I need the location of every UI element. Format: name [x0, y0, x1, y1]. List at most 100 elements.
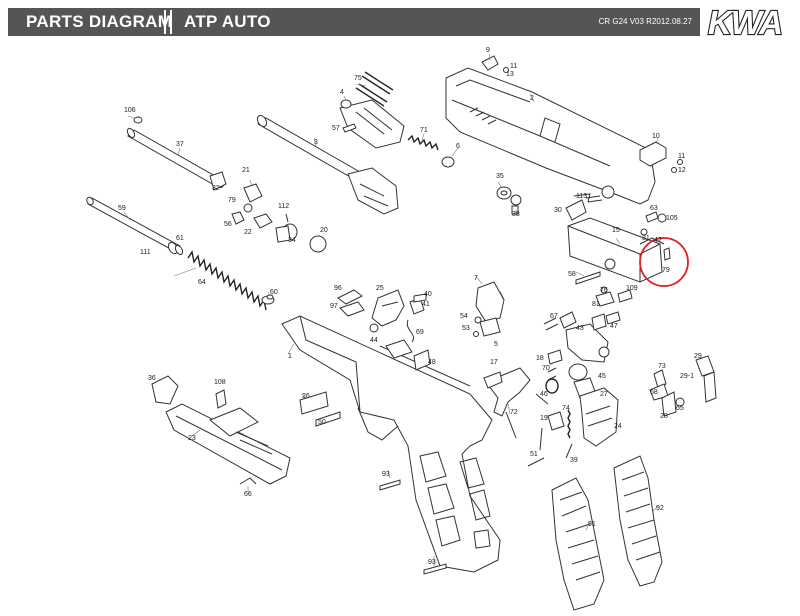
svg-text:23: 23 — [188, 435, 196, 442]
svg-text:26: 26 — [302, 393, 310, 400]
svg-text:61: 61 — [176, 235, 184, 242]
svg-text:63: 63 — [650, 205, 658, 212]
svg-text:105: 105 — [666, 215, 678, 222]
model-name: ATP AUTO — [184, 12, 271, 31]
svg-text:22: 22 — [244, 229, 252, 236]
header-title: PARTS DIAGRAM — [26, 12, 173, 31]
slide-part — [445, 67, 656, 205]
svg-text:43: 43 — [576, 325, 584, 332]
svg-text:41: 41 — [422, 301, 430, 308]
svg-text:17: 17 — [490, 359, 498, 366]
svg-text:46: 46 — [540, 391, 548, 398]
svg-text:24: 24 — [614, 423, 622, 430]
svg-text:66: 66 — [244, 491, 252, 498]
logo-text: KWA — [708, 5, 782, 39]
svg-text:27: 27 — [600, 391, 608, 398]
blowback-springs-part — [355, 71, 394, 107]
svg-text:7: 7 — [474, 275, 478, 282]
svg-text:39: 39 — [570, 457, 578, 464]
svg-text:2: 2 — [530, 95, 534, 102]
svg-text:68: 68 — [650, 389, 658, 396]
svg-text:106: 106 — [124, 107, 136, 114]
svg-text:57: 57 — [332, 125, 340, 132]
svg-text:96: 96 — [334, 285, 342, 292]
document-code: CR G24 V03 R2012.08.27 — [598, 17, 692, 26]
svg-text:31: 31 — [642, 235, 650, 242]
svg-text:97: 97 — [330, 303, 338, 310]
svg-text:20: 20 — [320, 227, 328, 234]
header-bar: PARTS DIAGRAM ATP AUTO CR G24 V03 R2012.… — [8, 8, 700, 36]
outer-barrel-part — [256, 114, 399, 215]
leader-lines — [123, 53, 659, 566]
svg-text:69: 69 — [416, 329, 424, 336]
guide-rod-part — [86, 196, 184, 256]
svg-text:37: 37 — [176, 141, 184, 148]
svg-text:111: 111 — [140, 249, 151, 256]
svg-text:64: 64 — [198, 279, 206, 286]
svg-text:38: 38 — [512, 211, 520, 218]
svg-text:74: 74 — [562, 405, 570, 412]
svg-text:5: 5 — [494, 341, 498, 348]
svg-text:10: 10 — [652, 133, 660, 140]
svg-text:21: 21 — [242, 167, 250, 174]
svg-text:79: 79 — [228, 197, 236, 204]
svg-text:35: 35 — [496, 173, 504, 180]
exploded-parts-diagram: 9 11 13 2 75 4 3 57 71 6 106 37 21 79 56… — [86, 47, 717, 611]
svg-text:12: 12 — [678, 167, 686, 174]
svg-text:30: 30 — [554, 207, 562, 214]
svg-text:32: 32 — [212, 185, 220, 192]
rear-sight-part — [639, 141, 667, 167]
svg-text:11: 11 — [510, 63, 517, 70]
recoil-spring-part — [187, 250, 267, 311]
grip-panel-right-part — [613, 455, 663, 587]
svg-text:25: 25 — [376, 285, 384, 292]
svg-text:75: 75 — [354, 75, 362, 82]
svg-text:70: 70 — [542, 365, 550, 372]
highlight-circle — [639, 237, 689, 287]
svg-text:36: 36 — [148, 375, 156, 382]
svg-text:56: 56 — [224, 221, 232, 228]
kwa-logo: KWA KWA — [707, 5, 784, 39]
svg-text:93: 93 — [382, 471, 390, 478]
svg-text:65: 65 — [676, 405, 684, 412]
svg-text:79: 79 — [662, 267, 670, 274]
svg-text:113: 113 — [576, 193, 587, 200]
svg-text:3: 3 — [314, 139, 318, 146]
header-divider — [170, 10, 172, 34]
svg-text:73: 73 — [658, 363, 666, 370]
trigger-bar-part — [475, 281, 505, 323]
svg-text:71: 71 — [420, 127, 428, 134]
svg-text:76: 76 — [600, 287, 608, 294]
front-sight-part — [481, 55, 499, 71]
svg-text:60: 60 — [270, 289, 278, 296]
magazine-part — [165, 403, 291, 485]
svg-text:4: 4 — [340, 89, 344, 96]
svg-text:34: 34 — [288, 237, 296, 244]
svg-text:13: 13 — [506, 71, 514, 78]
svg-text:KWA: KWA — [708, 5, 782, 39]
svg-text:58: 58 — [568, 271, 576, 278]
svg-text:54: 54 — [460, 313, 468, 320]
svg-text:40: 40 — [424, 291, 432, 298]
svg-text:28: 28 — [660, 413, 668, 420]
svg-text:45: 45 — [598, 373, 606, 380]
svg-text:51: 51 — [530, 451, 538, 458]
svg-text:11: 11 — [678, 153, 685, 160]
grip-panel-left-part — [551, 477, 605, 611]
svg-text:6: 6 — [456, 143, 460, 150]
part-labels: 9 11 13 2 75 4 3 57 71 6 106 37 21 79 56… — [118, 47, 702, 566]
svg-text:18: 18 — [536, 355, 544, 362]
svg-text:93: 93 — [428, 559, 436, 566]
trigger-housing-part — [579, 387, 619, 447]
header-divider — [164, 10, 166, 34]
svg-text:67: 67 — [550, 313, 558, 320]
svg-text:19: 19 — [540, 415, 548, 422]
svg-text:59: 59 — [118, 205, 126, 212]
svg-text:108: 108 — [214, 379, 226, 386]
svg-text:109: 109 — [626, 285, 638, 292]
svg-text:15: 15 — [612, 227, 620, 234]
svg-text:53: 53 — [462, 325, 470, 332]
svg-text:50: 50 — [318, 419, 326, 426]
svg-text:72: 72 — [510, 409, 518, 416]
svg-text:1: 1 — [288, 353, 292, 360]
